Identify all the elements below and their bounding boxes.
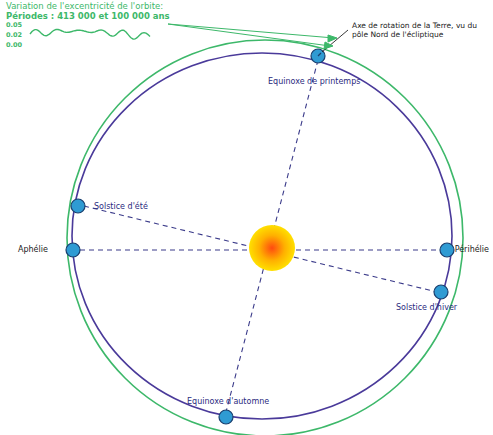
axis-tick: 0.00	[6, 42, 22, 49]
axis-lines	[80, 60, 440, 412]
axis-tick: 0.02	[6, 32, 22, 39]
circular-orbit	[67, 40, 463, 435]
axis-tick: 0.05	[6, 22, 22, 29]
apsis-label: Périhélie	[455, 245, 489, 254]
pointer-arrows	[168, 24, 337, 49]
season-label: Solstice d'été	[94, 202, 148, 211]
leader-line	[322, 30, 348, 52]
rotation-axis-dots	[318, 53, 321, 56]
sun	[249, 225, 295, 271]
season-label: Solstice d'hiver	[396, 303, 457, 312]
season-label: Equinoxe de printemps	[268, 77, 360, 86]
periods-note: Périodes : 413 000 et 100 000 ans	[6, 12, 170, 22]
chart-title: Variation de l'excentricité de l'orbite:	[6, 2, 163, 12]
axis-note: Axe de rotation de la Terre, vu du pôle …	[352, 22, 482, 39]
eccentricity-curve	[30, 29, 150, 39]
apsis-label: Aphélie	[18, 245, 48, 254]
season-label: Equinoxe d'automne	[187, 397, 269, 406]
elliptical-orbit	[72, 53, 452, 419]
earth-positions	[66, 49, 454, 424]
